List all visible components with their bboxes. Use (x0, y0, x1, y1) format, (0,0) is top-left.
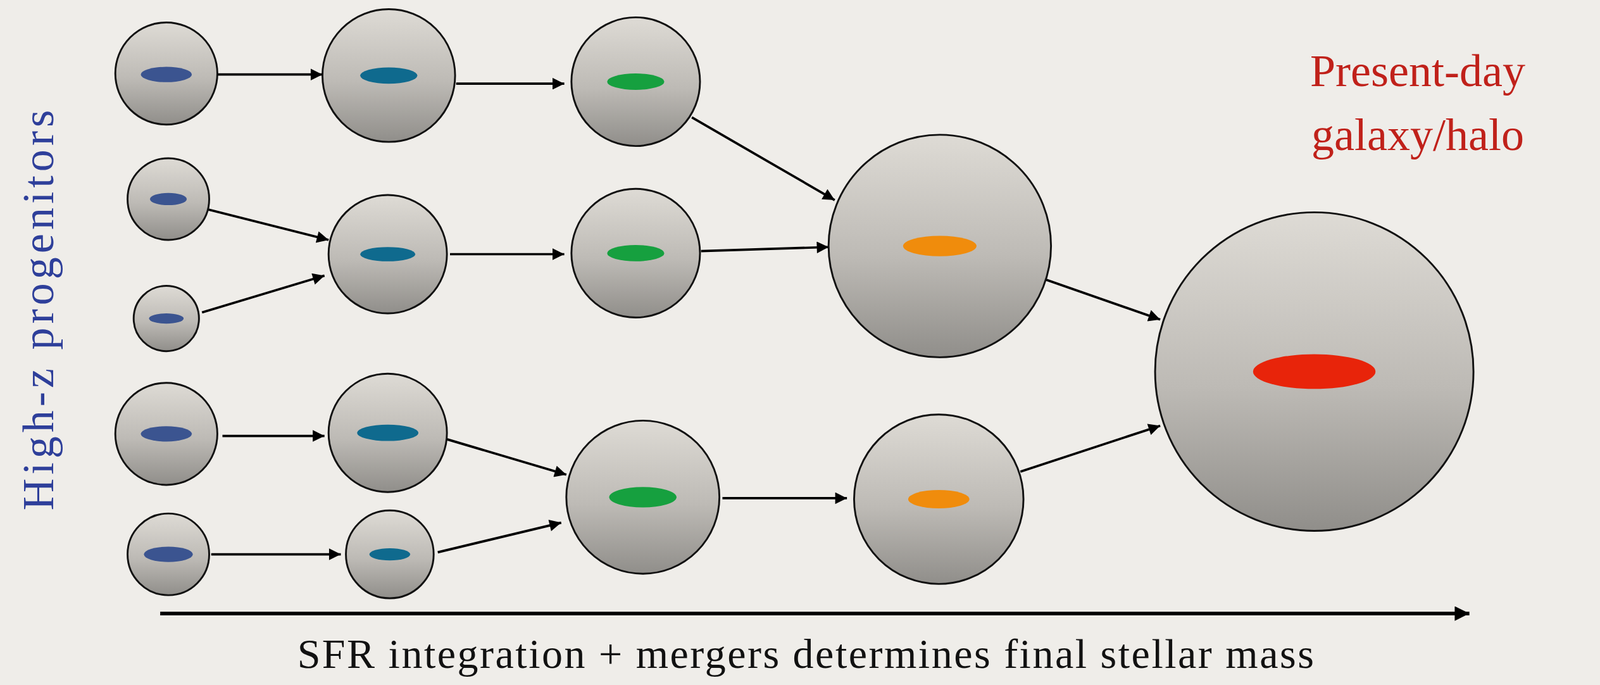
merger-arrow (217, 73, 323, 76)
merger-arrow (456, 82, 565, 85)
halo-circle (828, 134, 1051, 358)
galaxy-ellipse (150, 193, 187, 206)
halo-circle (853, 414, 1024, 585)
galaxy-ellipse (140, 67, 192, 83)
merger-arrow (201, 275, 325, 313)
galaxy-ellipse (148, 313, 184, 324)
halo-circle (328, 194, 447, 314)
merger-arrow (437, 522, 562, 553)
halo-circle (322, 9, 456, 143)
galaxy-ellipse (356, 424, 419, 442)
target-label: Present-day galaxy/halo (1259, 39, 1576, 168)
galaxy-ellipse (606, 244, 664, 262)
galaxy-ellipse (140, 425, 192, 442)
axis-caption: SFR integration + mergers determines fin… (297, 629, 1316, 678)
merger-arrow (206, 209, 329, 240)
halo-circle (566, 420, 720, 574)
halo-circle (571, 188, 700, 318)
halo-circle (127, 513, 210, 595)
halo-circle (115, 382, 218, 485)
galaxy-ellipse (908, 489, 970, 509)
halo-circle (133, 286, 199, 352)
merger-arrow (211, 553, 342, 556)
merger-arrow (691, 117, 835, 200)
halo-circle (571, 17, 700, 146)
galaxy-ellipse (609, 486, 677, 507)
galaxy-ellipse (903, 235, 977, 256)
galaxy-ellipse (360, 67, 418, 84)
halo-circle (127, 158, 210, 240)
axis-title: High-z progenitors (13, 106, 65, 511)
merger-arrow (701, 246, 830, 251)
galaxy-ellipse (606, 73, 664, 90)
halo-circle (115, 22, 218, 125)
halo-circle (346, 510, 435, 599)
galaxy-ellipse (1253, 354, 1376, 390)
galaxy-ellipse (360, 246, 416, 262)
merger-arrow (1046, 279, 1161, 320)
merger-arrow (446, 438, 567, 475)
time-axis-arrow (160, 611, 1470, 616)
merger-arrow (450, 253, 565, 256)
galaxy-ellipse (143, 546, 193, 563)
merger-arrow (1020, 425, 1161, 472)
halo-circle (1155, 212, 1474, 531)
halo-circle (328, 373, 447, 492)
galaxy-ellipse (369, 548, 411, 561)
merger-arrow (722, 496, 847, 500)
merger-arrow (222, 434, 325, 438)
